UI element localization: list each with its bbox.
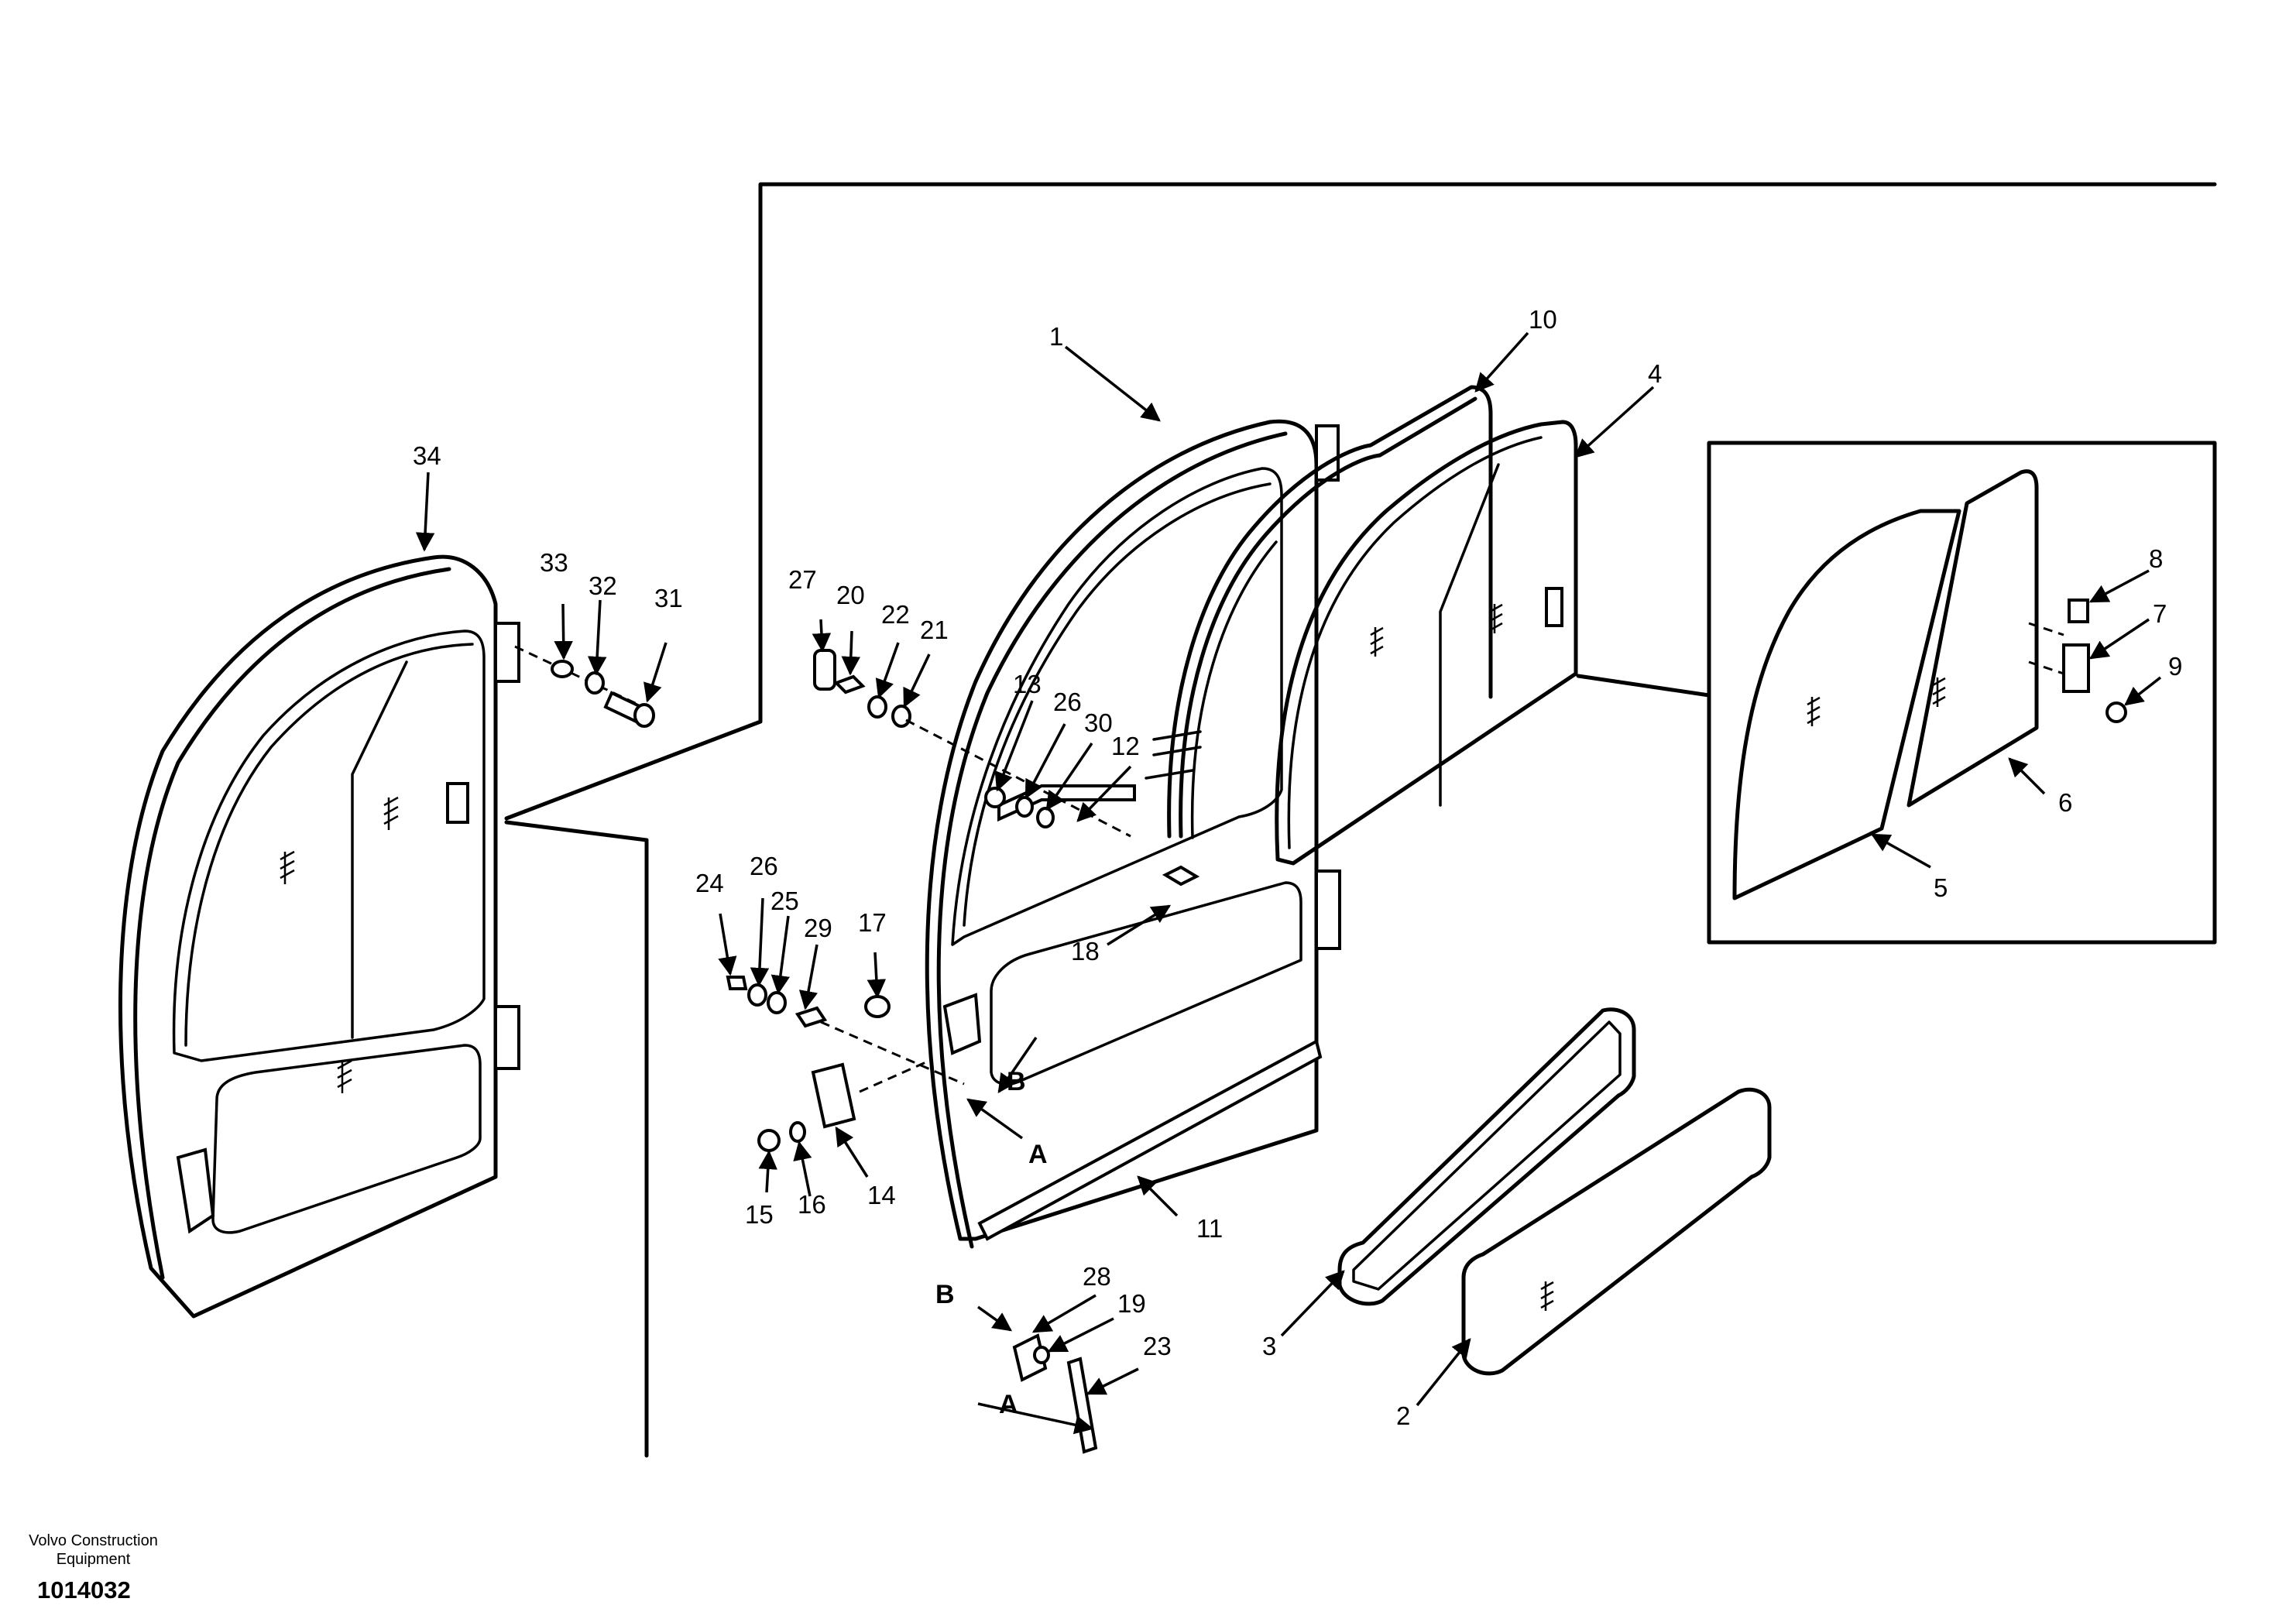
- leader-lines: [415, 331, 2162, 1435]
- callout-26a: 26: [750, 852, 778, 880]
- detail-glass-5-6: [1732, 469, 2127, 900]
- callout-31: 31: [654, 584, 683, 612]
- callout-1: 1: [1049, 322, 1063, 351]
- callout-17: 17: [858, 908, 887, 937]
- callout-12: 12: [1111, 732, 1140, 760]
- door-frame-1: [925, 419, 1341, 1249]
- callout-16: 16: [798, 1190, 826, 1219]
- callout-21: 21: [920, 616, 949, 644]
- callout-4: 4: [1648, 359, 1662, 388]
- callout-6: 6: [2058, 788, 2072, 817]
- ref-b-upper: B: [1007, 1067, 1026, 1096]
- frame-lines: [504, 182, 2217, 1458]
- callout-30: 30: [1084, 708, 1113, 737]
- callout-labels: 1 2 3 4 5 6 7 8 9 10 11 12 13 14 15 16 1…: [413, 305, 2182, 1430]
- callout-18: 18: [1071, 937, 1100, 966]
- callout-8: 8: [2149, 544, 2163, 573]
- callout-10: 10: [1529, 305, 1557, 334]
- brand-label: Volvo Construction Equipment: [29, 1532, 158, 1568]
- callout-27: 27: [788, 565, 817, 594]
- callout-33: 33: [540, 548, 568, 577]
- ref-a-lower: A: [999, 1390, 1018, 1419]
- callout-7: 7: [2153, 599, 2167, 628]
- callout-34: 34: [413, 441, 441, 470]
- callout-20: 20: [836, 581, 865, 609]
- callout-28: 28: [1083, 1262, 1111, 1291]
- ref-b-lower: B: [935, 1280, 955, 1309]
- callout-5: 5: [1934, 873, 1948, 902]
- glass-4: [1275, 420, 1578, 866]
- callout-24: 24: [695, 869, 724, 897]
- callout-32: 32: [589, 571, 617, 600]
- callout-9: 9: [2168, 652, 2182, 681]
- callout-26b: 26: [1053, 688, 1082, 716]
- callout-19: 19: [1117, 1289, 1146, 1318]
- latch-hardware: [726, 649, 1202, 1454]
- seal-3-glass-2: [1337, 1007, 1772, 1376]
- callout-15: 15: [745, 1200, 774, 1229]
- callout-22: 22: [881, 600, 910, 629]
- callout-23: 23: [1143, 1332, 1172, 1360]
- callout-14: 14: [867, 1181, 896, 1209]
- hinge-bolt-set: [514, 645, 655, 728]
- callout-11: 11: [1196, 1214, 1223, 1243]
- callout-25: 25: [770, 887, 799, 915]
- ref-a-upper: A: [1028, 1140, 1048, 1169]
- callout-3: 3: [1262, 1332, 1276, 1360]
- callout-29: 29: [804, 914, 832, 942]
- callout-2: 2: [1396, 1401, 1410, 1430]
- door-assembly-34: [118, 554, 520, 1319]
- callout-13: 13: [1013, 670, 1042, 698]
- reference-letters: A A B B: [935, 1067, 1048, 1419]
- document-id: 1014032: [37, 1576, 131, 1604]
